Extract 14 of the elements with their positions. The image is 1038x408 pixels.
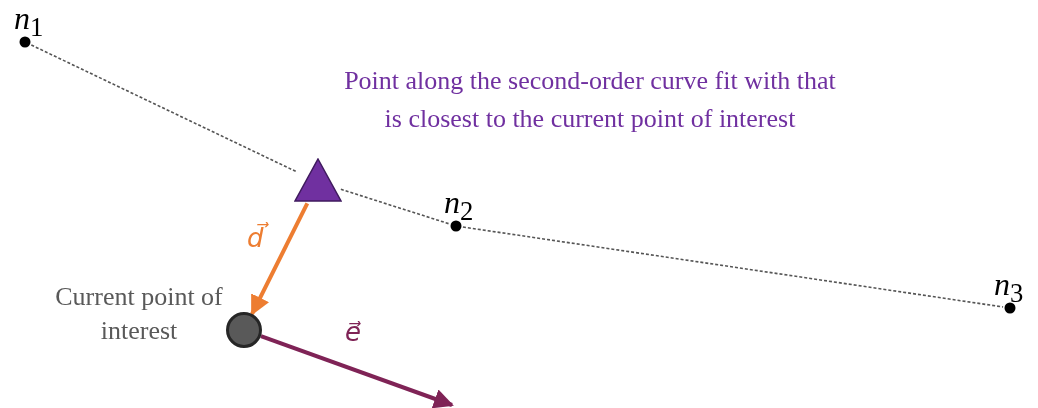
- curve-segment: [260, 334, 454, 408]
- point-marker: [226, 312, 262, 348]
- curve-segment: [340, 188, 451, 225]
- curve-segment: [462, 226, 1004, 308]
- node-dot: [1003, 301, 1017, 315]
- point-label: n$_{3}$: [994, 268, 1024, 308]
- curve-segment: [30, 44, 298, 173]
- node-dot: [18, 35, 32, 49]
- point-label: n$_{2}$: [444, 186, 474, 226]
- point-caption: Current point of interest: [54, 281, 224, 347]
- point-label: n$_{1}$: [14, 2, 44, 42]
- node-dot: [449, 219, 463, 233]
- curve-segment: [250, 202, 310, 316]
- callout-text: Point along the second-order curve fit with that is closest to the current point of interest: [343, 65, 837, 135]
